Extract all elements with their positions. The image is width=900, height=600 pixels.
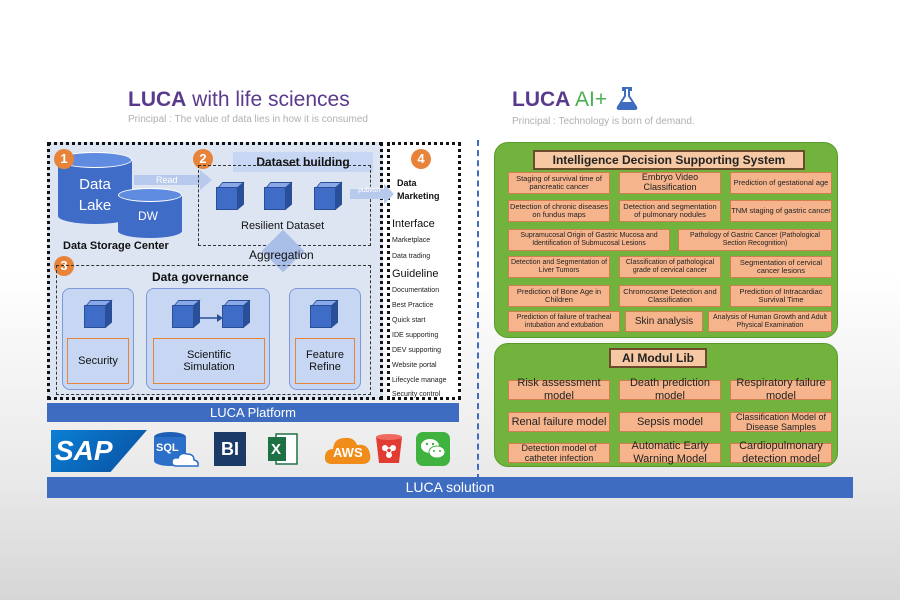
ai-lib-cell: Automatic Early Warning Model [619,440,721,465]
website-portal-item: Website portal [392,362,437,369]
data-governance-label: Data governance [152,270,249,284]
ids-cell: Detection of chronic diseases on fundus … [508,200,610,222]
ide-supporting-item: IDE supporting [392,332,439,339]
quick-start-item: Quick start [392,317,426,324]
ids-cell: Prediction of failure of tracheal intuba… [508,311,620,332]
ids-cell: Staging of survival time of pancreatic c… [508,172,610,194]
ai-lib-cell: Renal failure model [508,412,610,432]
sql-cloud-icon: SQL [150,430,200,472]
data-marketing-title: Data Marketing [397,178,440,201]
ids-cell: Pathology of Gastric Cancer (Pathologica… [678,229,832,251]
left-subtitle: Principal : The value of data lies in ho… [128,114,368,125]
lifecycle-manage-item: Lifecycle manage [392,377,447,384]
step-4-badge: 4 [411,149,431,169]
dataset-cube-icon [216,181,245,210]
right-subtitle: Principal : Technology is born of demand… [512,116,695,127]
ai-lib-cell: Death prediction model [619,377,721,402]
feature-cube-icon [310,299,339,328]
ids-cell: Skin analysis [625,311,703,332]
security-box: Security [67,338,129,384]
ids-cell: Chromosome Detection and Classification [619,285,721,307]
step-1-badge: 1 [54,149,74,169]
security-control-item: Security control [392,391,441,398]
dev-supporting-item: DEV supporting [392,347,442,354]
security-cube-icon [84,299,113,328]
data-governance-box [56,265,371,395]
ids-cell: Detection and segmentation of pulmonary … [619,200,721,222]
aws-cloud-icon: AWS [324,432,372,466]
aggregation-label: Aggregation [249,248,314,262]
ids-cell: Detection and Segmentation of Liver Tumo… [508,256,610,278]
ai-lib-cell: Sepsis model [619,412,721,432]
simulation-cube-icon [222,299,251,328]
excel-icon: X [268,432,298,466]
ids-cell: Analysis of Human Growth and Adult Physi… [708,311,832,332]
data-storage-center-label: Data Storage Center [63,240,169,252]
dataset-cube-icon [264,181,293,210]
ai-lib-title: AI Modul Lib [609,348,707,368]
sap-logo: SAP [51,430,147,472]
simulation-arrow-icon [200,310,224,328]
ids-cell: Supramucosal Origin of Gastric Mucosa an… [508,229,670,251]
interface-heading: Interface [392,218,435,230]
read-arrow [134,170,214,195]
step-2-badge: 2 [193,149,213,169]
resilient-dataset-label: Resilient Dataset [241,220,325,232]
data-marketing-panel [387,142,461,400]
dw-label: DW [138,209,158,223]
ai-lib-cell: Risk assessment model [508,377,610,402]
left-title: LUCA with life sciences [128,88,350,111]
read-label: Read [156,175,178,185]
luca-platform-bar: LUCA Platform [47,403,459,422]
ids-cell: TNM staging of gastric cancer [730,200,832,222]
wechat-icon [416,432,450,466]
ids-cell: Segmentation of cervical cancer lesions [730,256,832,278]
luca-solution-bar: LUCA solution [47,477,853,498]
publish-arrow [350,184,396,209]
ai-lib-cell: Classification Model of Disease Samples [730,412,832,432]
feature-refine-box: Feature Refine [295,338,355,384]
data-trading-item: Data trading [392,253,431,260]
ids-cell: Embryo Video Classification [619,172,721,194]
publish-label: publish [358,187,381,194]
ids-cell: Classification of pathological grade of … [619,256,721,278]
marketplace-item: Marketplace [392,237,431,244]
ids-cell: Prediction of Bone Age in Children [508,285,610,307]
best-practice-item: Best Practice [392,302,434,309]
bi-logo: BI [214,432,246,466]
ai-lib-cell: Detection model of catheter infection [508,443,610,463]
simulation-panel [146,288,270,390]
ai-lib-cell: Cardiopulmonary detection model [730,440,832,465]
flask-icon [616,86,638,115]
dw-cylinder [118,188,182,238]
documentation-item: Documentation [392,287,440,294]
scientific-simulation-box: Scientific Simulation [153,338,265,384]
data-lake-label: Data Lake [78,176,112,214]
ai-lib-cell: Respiratory failure model [730,377,832,402]
ids-cell: Prediction of gestational age [730,172,832,194]
section-divider [477,140,479,480]
ids-title: Intelligence Decision Supporting System [533,150,805,170]
dataset-cube-icon [314,181,343,210]
storage-bucket-icon [374,433,404,465]
guideline-heading: Guideline [392,268,439,280]
right-title: LUCA AI+ [512,88,608,111]
simulation-cube-icon [172,299,201,328]
ids-cell: Prediction of Intracardiac Survival Time [730,285,832,307]
